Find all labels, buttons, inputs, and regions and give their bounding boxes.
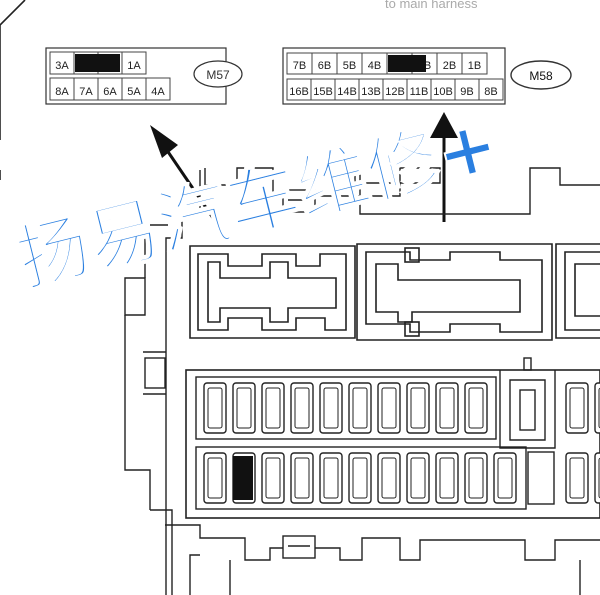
- fuse: [348, 382, 372, 434]
- block-housing: [124, 167, 600, 595]
- fuse-element: [598, 457, 600, 499]
- relay-socket-1: [189, 245, 356, 339]
- fuse-element: [468, 457, 484, 499]
- fuse: [290, 382, 314, 434]
- header-text: to main harness: [385, 0, 478, 11]
- fuse-area: [185, 357, 600, 519]
- pin-m58-top-cell: [461, 52, 488, 75]
- fuse: [261, 452, 285, 504]
- fuse-element: [381, 457, 397, 499]
- pin-m58-bottom-label: 11B: [410, 86, 429, 98]
- fuse: [319, 452, 343, 504]
- fuse: [406, 382, 430, 434]
- pin-m57-bottom-label: 4A: [151, 86, 165, 98]
- fuse-element: [598, 387, 600, 429]
- pin-m57-bottom-label: 5A: [127, 86, 141, 98]
- fuse: [261, 382, 285, 434]
- outer-frame: [0, 0, 26, 180]
- pin-grid-m58: 7B6B5B4B3B2B1B16B15B14B13B12B11B10B9B8B: [286, 52, 504, 101]
- connector-label-oval-m57: [193, 60, 243, 88]
- fuse-element: [207, 457, 223, 499]
- fuse: [232, 382, 256, 434]
- pointer-arrow-right: [430, 112, 458, 222]
- fuse-element: [569, 387, 585, 429]
- fuse-slot-empty: [527, 451, 555, 505]
- fuse: [290, 452, 314, 504]
- connector-label-m58: M58: [529, 69, 553, 83]
- pin-m58-bottom-label: 9B: [460, 86, 473, 98]
- fuse-element: [207, 387, 223, 429]
- fuse: [406, 452, 430, 504]
- pin-m57-bottom-label: 8A: [55, 86, 69, 98]
- connector-label-oval-m58: [510, 60, 572, 90]
- connector-m58: 7B6B5B4B3B2B1B16B15B14B13B12B11B10B9B8B …: [282, 47, 572, 105]
- tab-top: [282, 189, 316, 213]
- fuse-element: [410, 457, 426, 499]
- fuse: [377, 452, 401, 504]
- fuse: [565, 382, 589, 434]
- fuse: [435, 382, 459, 434]
- pin-m58-bottom-label: 15B: [313, 86, 333, 98]
- pin-m57-top-cell: [121, 51, 147, 75]
- pointer-line-left: [150, 125, 230, 241]
- fuse-element: [410, 387, 426, 429]
- fuse-row-right: [565, 382, 600, 504]
- fuse: [348, 452, 372, 504]
- fuse-element: [294, 387, 310, 429]
- pin-m58-bottom-label: 8B: [484, 86, 497, 98]
- pin-m57-top-label: 1A: [127, 60, 141, 72]
- pin-m58-top-label: 4B: [368, 60, 381, 72]
- fuse-element: [468, 387, 484, 429]
- tab-bottom: [282, 535, 316, 559]
- fuse: [565, 452, 589, 504]
- connector-label-m57: M57: [206, 68, 230, 82]
- fuse: [203, 452, 227, 504]
- fuse-element: [497, 457, 513, 499]
- pin-m58-top-label: 7B: [293, 60, 306, 72]
- connector-m57: 3A2A1A8A7A6A5A4A M57: [45, 47, 243, 105]
- pin-m58-bottom-label: 14B: [337, 86, 357, 98]
- fuse-element: [323, 457, 339, 499]
- fuse-element: [381, 387, 397, 429]
- relay-socket-2: [356, 243, 553, 341]
- fuse: [203, 382, 227, 434]
- pin-m57-bottom-cell: [145, 77, 171, 101]
- pin-m58-bottom-label: 10B: [433, 86, 453, 98]
- fuse-element: [352, 457, 368, 499]
- fuse: [493, 452, 517, 504]
- fuse: [319, 382, 343, 434]
- pin-m58-bottom-label: 12B: [385, 86, 405, 98]
- fuse: [377, 382, 401, 434]
- fuse-element: [439, 387, 455, 429]
- fuse-element: [352, 387, 368, 429]
- pin-m58-top-label: 5B: [343, 60, 356, 72]
- fuse-element: [236, 387, 252, 429]
- fuse-row-upper: [203, 382, 488, 434]
- fuse-element: [294, 457, 310, 499]
- pin-m58-bottom-cell: [478, 78, 504, 101]
- fuse-element: [323, 387, 339, 429]
- fuse: [435, 452, 459, 504]
- pin-m57-bottom-label: 7A: [79, 86, 93, 98]
- fuse-element: [265, 387, 281, 429]
- fuse-center-holder: [499, 357, 556, 449]
- fuse: [464, 382, 488, 434]
- pin-m58-top-label: 2B: [443, 60, 456, 72]
- pin-m58-top-label: 6B: [318, 60, 331, 72]
- fuse-element: [439, 457, 455, 499]
- pin-m58-bottom-label: 16B: [289, 86, 309, 98]
- pin-m58-bottom-label: 13B: [361, 86, 381, 98]
- fuse-element: [569, 457, 585, 499]
- relay-socket-3: [555, 243, 600, 339]
- pin-m57-bottom-label: 6A: [103, 86, 117, 98]
- fuse: [464, 452, 488, 504]
- pin-m57-top-label: 3A: [55, 60, 69, 72]
- pin-m58-top-label: 1B: [468, 60, 481, 72]
- fuse-element: [265, 457, 281, 499]
